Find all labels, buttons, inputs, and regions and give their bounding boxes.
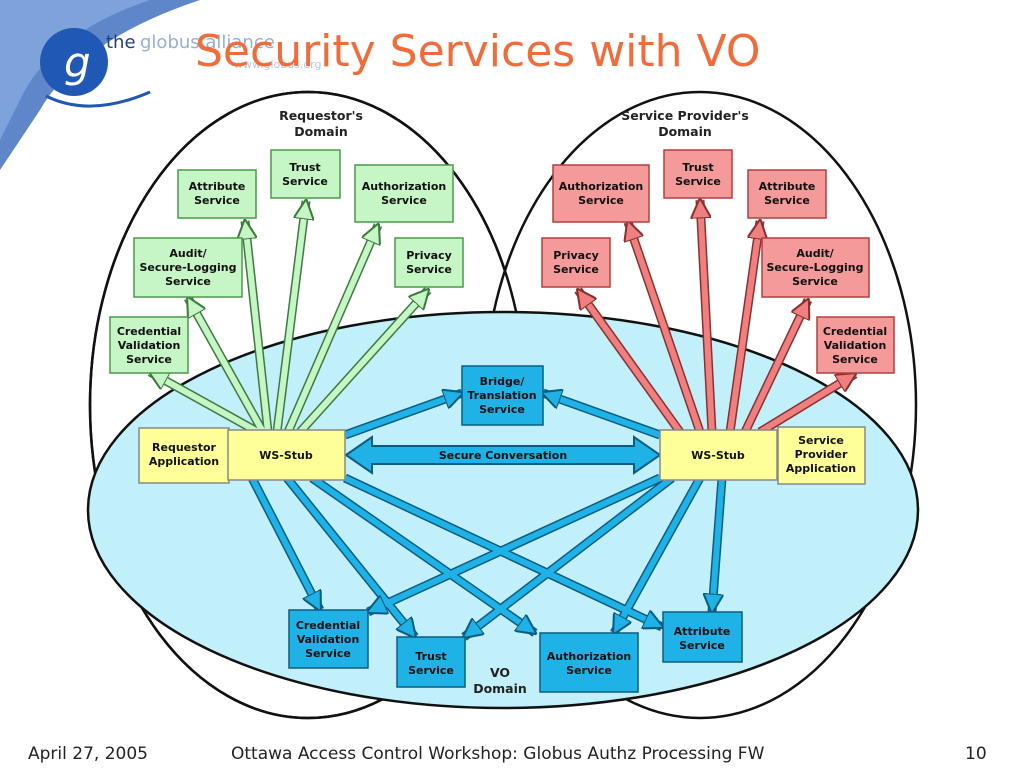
svg-text:Service: Service bbox=[408, 664, 454, 677]
svg-text:Attribute: Attribute bbox=[189, 180, 246, 193]
provider-authorization-service: Authorization Service bbox=[552, 164, 650, 223]
requestor-trust-service: Trust Service bbox=[270, 149, 341, 199]
requestor-authorization-service: Authorization Service bbox=[354, 164, 454, 223]
logo-globus: globus alliance bbox=[140, 32, 275, 53]
svg-text:Authorization: Authorization bbox=[559, 180, 643, 193]
provider-audit-service: Audit/ Secure-Logging Service bbox=[761, 237, 870, 298]
footer-page-number: 10 bbox=[965, 744, 987, 764]
svg-text:Translation: Translation bbox=[467, 389, 536, 402]
svg-text:Trust: Trust bbox=[682, 161, 713, 174]
svg-text:Service: Service bbox=[675, 175, 721, 188]
svg-text:Service: Service bbox=[832, 353, 878, 366]
svg-text:Audit/: Audit/ bbox=[796, 247, 834, 260]
footer-event: Ottawa Access Control Workshop: Globus A… bbox=[231, 744, 765, 764]
svg-text:WS-Stub: WS-Stub bbox=[691, 449, 745, 462]
svg-text:Audit/: Audit/ bbox=[169, 247, 207, 260]
ws-stub-right-box: WS-Stub bbox=[659, 429, 778, 481]
svg-text:Validation: Validation bbox=[118, 339, 181, 352]
vo-attribute-service: Attribute Service bbox=[662, 611, 743, 663]
svg-text:Service: Service bbox=[798, 434, 844, 447]
svg-text:Service: Service bbox=[165, 275, 211, 288]
svg-text:Service: Service bbox=[792, 275, 838, 288]
svg-text:Service: Service bbox=[566, 664, 612, 677]
vo-trust-service: Trust Service bbox=[396, 636, 466, 688]
svg-text:Secure-Logging: Secure-Logging bbox=[140, 261, 237, 274]
svg-text:Service: Service bbox=[194, 194, 240, 207]
provider-attribute-service: Attribute Service bbox=[747, 169, 827, 219]
logo-the: the bbox=[106, 32, 136, 53]
svg-text:Credential: Credential bbox=[296, 619, 360, 632]
requestor-credential-validation-service: Credential Validation Service bbox=[109, 316, 189, 374]
footer-date: April 27, 2005 bbox=[28, 744, 148, 764]
svg-text:Privacy: Privacy bbox=[553, 249, 599, 262]
requestor-privacy-service: Privacy Service bbox=[394, 237, 464, 288]
svg-text:Authorization: Authorization bbox=[547, 650, 631, 663]
svg-text:Validation: Validation bbox=[297, 633, 360, 646]
svg-text:Authorization: Authorization bbox=[362, 180, 446, 193]
requestor-application-box: Requestor Application bbox=[138, 427, 230, 484]
provider-privacy-service: Privacy Service bbox=[541, 237, 611, 288]
provider-domain-label: Domain bbox=[658, 124, 712, 139]
svg-text:Validation: Validation bbox=[824, 339, 887, 352]
svg-text:Service: Service bbox=[282, 175, 328, 188]
svg-text:Service: Service bbox=[679, 639, 725, 652]
secure-conversation-arrow: Secure Conversation bbox=[344, 435, 662, 475]
svg-text:Attribute: Attribute bbox=[674, 625, 731, 638]
svg-text:Bridge/: Bridge/ bbox=[480, 375, 526, 388]
requestor-audit-service: Audit/ Secure-Logging Service bbox=[133, 237, 243, 298]
logo-url: www.globus.org bbox=[234, 58, 321, 71]
svg-text:Service: Service bbox=[406, 263, 452, 276]
provider-credential-validation-service: Credential Validation Service bbox=[816, 316, 895, 374]
svg-text:Credential: Credential bbox=[117, 325, 181, 338]
svg-text:Application: Application bbox=[786, 462, 856, 475]
secure-conversation-label: Secure Conversation bbox=[439, 449, 567, 462]
svg-text:Service: Service bbox=[764, 194, 810, 207]
svg-text:Service: Service bbox=[126, 353, 172, 366]
vo-domain-label: VO bbox=[490, 665, 510, 680]
svg-text:Service: Service bbox=[381, 194, 427, 207]
bridge-translation-service-box: Bridge/ Translation Service bbox=[461, 365, 544, 426]
svg-text:Credential: Credential bbox=[823, 325, 887, 338]
requestor-attribute-service: Attribute Service bbox=[177, 169, 257, 219]
svg-text:Attribute: Attribute bbox=[759, 180, 816, 193]
vo-credential-validation-service: Credential Validation Service bbox=[288, 609, 369, 669]
svg-text:Secure-Logging: Secure-Logging bbox=[767, 261, 864, 274]
svg-text:Trust: Trust bbox=[289, 161, 320, 174]
svg-text:Service: Service bbox=[479, 403, 525, 416]
requestor-domain-label: Domain bbox=[294, 124, 348, 139]
slide-title: Security Services with VO bbox=[195, 26, 761, 77]
provider-domain-label: Service Provider's bbox=[621, 108, 749, 123]
vo-authorization-service: Authorization Service bbox=[539, 632, 639, 693]
svg-text:Privacy: Privacy bbox=[406, 249, 452, 262]
provider-trust-service: Trust Service bbox=[663, 149, 733, 199]
svg-text:Service: Service bbox=[578, 194, 624, 207]
svg-text:Service: Service bbox=[305, 647, 351, 660]
service-provider-application-box: Service Provider Application bbox=[777, 426, 866, 485]
svg-text:Trust: Trust bbox=[415, 650, 446, 663]
vo-domain-label: Domain bbox=[473, 681, 527, 696]
svg-text:Requestor: Requestor bbox=[152, 441, 216, 454]
ws-stub-left-box: WS-Stub bbox=[227, 429, 346, 481]
svg-text:Service: Service bbox=[553, 263, 599, 276]
svg-text:Application: Application bbox=[149, 455, 219, 468]
svg-text:WS-Stub: WS-Stub bbox=[259, 449, 313, 462]
svg-text:Provider: Provider bbox=[795, 448, 848, 461]
svg-text:g: g bbox=[64, 38, 91, 87]
requestor-domain-label: Requestor's bbox=[279, 108, 363, 123]
